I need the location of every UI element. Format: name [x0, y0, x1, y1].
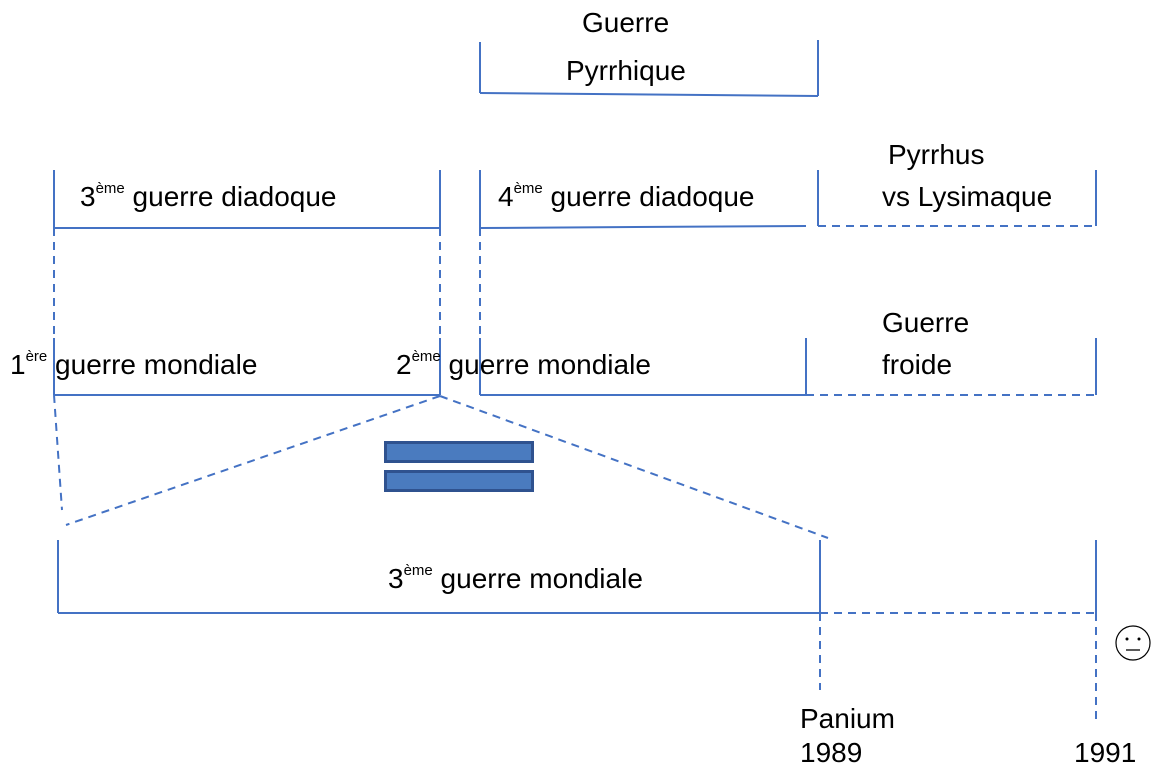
ww3-sup: ème: [403, 562, 433, 579]
pyrrhic-war-label-1: Guerre: [582, 7, 670, 38]
equals-bar-bottom: [384, 470, 534, 492]
third-diadoch-text: guerre diadoque: [132, 181, 337, 212]
diadoch4-baseline: [479, 225, 807, 229]
pyrrhus-label-2: vs Lysimaque: [882, 181, 1053, 212]
ww1-label: 1ère guerre mondiale: [10, 348, 257, 387]
year-1989-label: 1989: [800, 737, 863, 768]
ww1-sup: ère: [25, 348, 48, 365]
ww2-text: guerre mondiale: [448, 349, 651, 380]
ww1-text: guerre mondiale: [55, 349, 258, 380]
ww3-label: 3ème guerre mondiale: [388, 562, 643, 601]
fourth-diadoch-sup: ème: [513, 180, 543, 197]
panium-label: Panium: [800, 703, 895, 734]
year-1991-label: 1991: [1074, 737, 1137, 768]
ww3-num: 3: [388, 563, 404, 594]
third-diadoch-war-label: 3ème guerre diadoque: [80, 180, 337, 219]
ww3-text: guerre mondiale: [440, 563, 643, 594]
fourth-diadoch-war-label: 4ème guerre diadoque: [498, 180, 755, 219]
pyrrhic-baseline: [479, 92, 819, 97]
confused-face-icon: [1115, 625, 1151, 661]
ww2-num: 2: [396, 349, 412, 380]
equals-bar-top: [384, 441, 534, 463]
ww2-label: 2ème guerre mondiale: [396, 348, 651, 387]
pyrrhic-war-label-2: Pyrrhique: [566, 55, 686, 86]
third-diadoch-num: 3: [80, 181, 96, 212]
cold-war-label-2: froide: [882, 349, 953, 380]
third-diadoch-sup: ème: [95, 180, 125, 197]
ww1-num: 1: [10, 349, 26, 380]
fourth-diadoch-num: 4: [498, 181, 514, 212]
cold-war-label-1: Guerre: [882, 307, 970, 338]
ww2-sup: ème: [411, 348, 441, 365]
pyrrhus-label-1: Pyrrhus: [888, 139, 985, 170]
fourth-diadoch-text: guerre diadoque: [550, 181, 755, 212]
